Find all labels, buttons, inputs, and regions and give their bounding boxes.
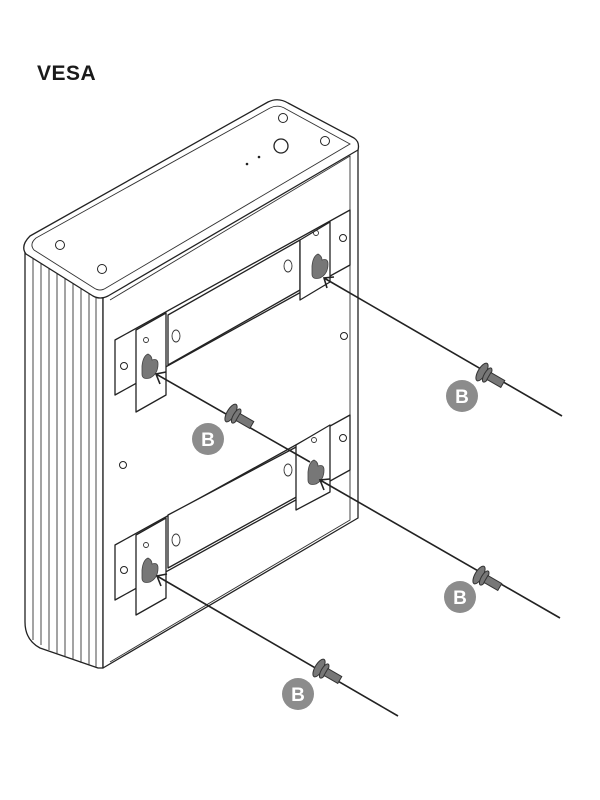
badge-b-2: B (192, 423, 224, 455)
svg-text:B: B (201, 430, 215, 451)
screw-icons (224, 362, 506, 685)
svg-text:B: B (453, 588, 467, 609)
svg-text:B: B (291, 685, 305, 706)
badge-b-4: B (282, 678, 314, 710)
power-button-icon (273, 138, 289, 154)
keyhole-icons (141, 253, 329, 583)
page-title: VESA (37, 62, 97, 85)
device-top-face (23, 99, 360, 299)
device-side-fins (24, 244, 104, 669)
badge-b-1: B (446, 380, 478, 412)
badge-b-3: B (444, 581, 476, 613)
svg-text:B: B (455, 387, 469, 408)
screw-heads (55, 113, 330, 274)
